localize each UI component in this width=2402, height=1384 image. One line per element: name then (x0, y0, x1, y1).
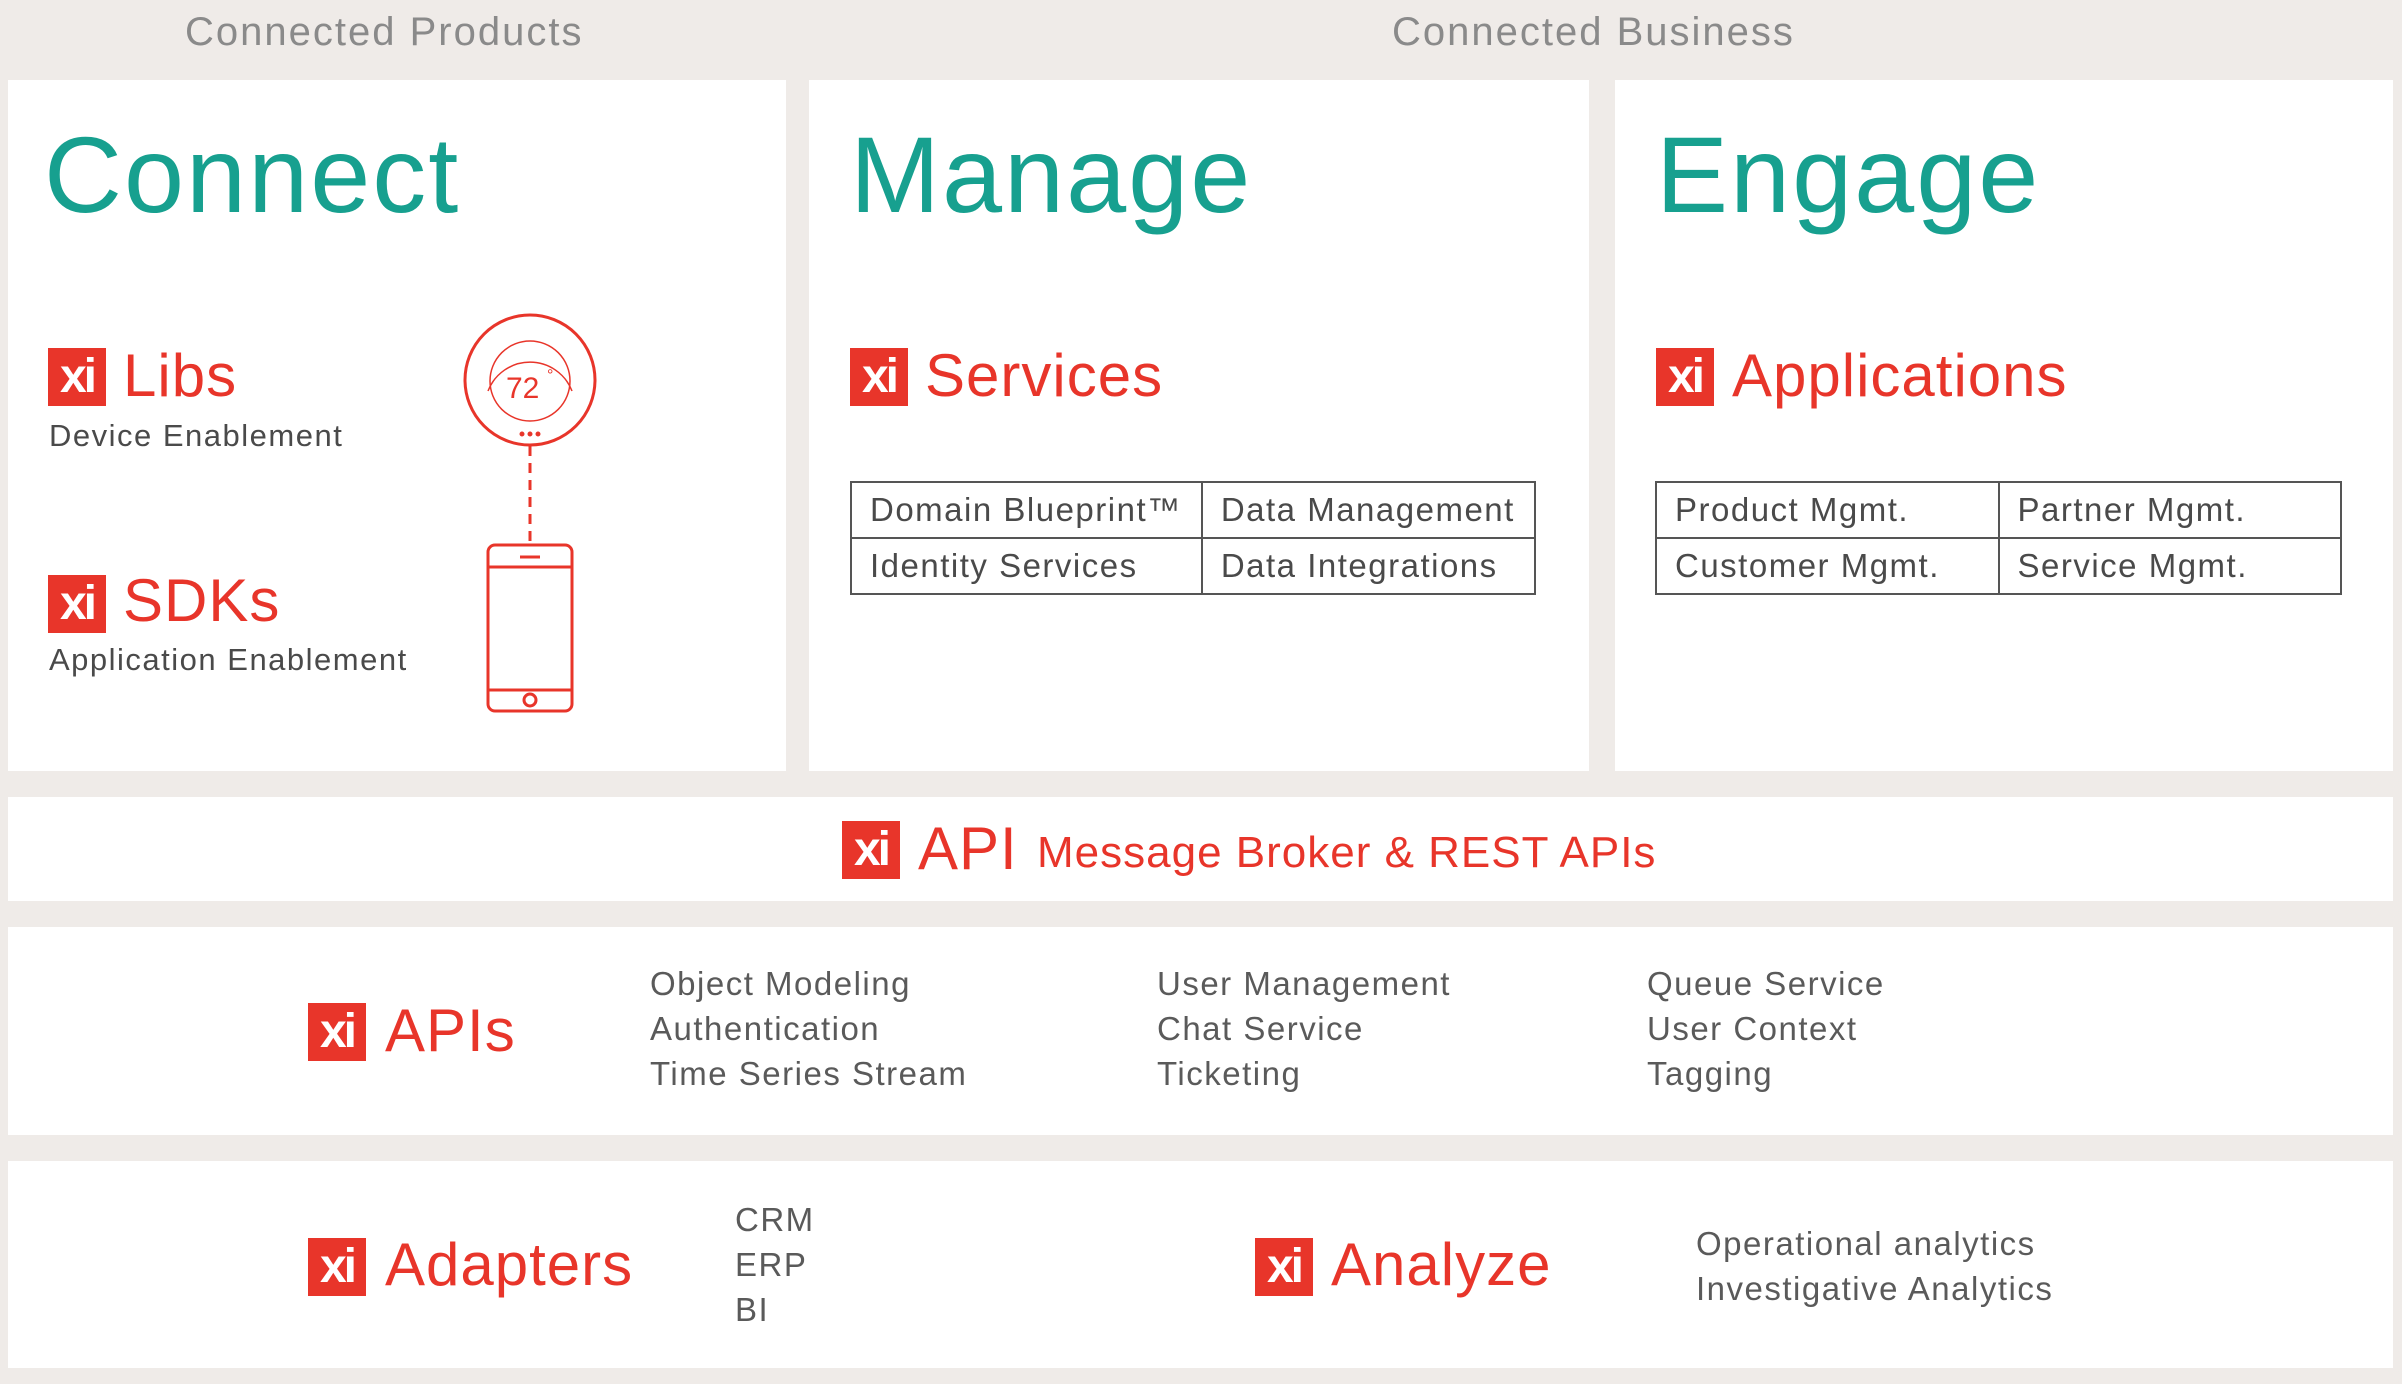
api-label: API (918, 815, 1018, 882)
api-item: User Management (1157, 965, 1451, 1002)
connect-panel (8, 80, 786, 771)
application-cell: Product Mgmt. (1655, 481, 2000, 539)
xi-logo-icon: xi (48, 348, 106, 406)
api-description: Message Broker & REST APIs (1037, 828, 1657, 877)
api-bar (8, 797, 2393, 901)
api-item: Chat Service (1157, 1010, 1364, 1047)
services-label: Services (925, 342, 1164, 409)
connect-title: Connect (44, 114, 461, 235)
api-item: Ticketing (1157, 1055, 1302, 1092)
adapter-item: CRM (735, 1201, 815, 1238)
thermostat-phone-illustration: 72 ° (463, 313, 597, 713)
adapters-label: Adapters (385, 1231, 634, 1298)
apis-row (8, 927, 2393, 1135)
degree-symbol: ° (547, 367, 553, 384)
xi-logo-icon: xi (1255, 1238, 1313, 1296)
adapter-item: ERP (735, 1246, 808, 1283)
application-cell: Service Mgmt. (1997, 537, 2342, 595)
api-item: Object Modeling (650, 965, 911, 1002)
service-cell: Data Integrations (1200, 537, 1537, 595)
manage-title: Manage (850, 114, 1253, 235)
libs-subtitle: Device Enablement (49, 418, 344, 453)
apis-label: APIs (385, 997, 516, 1064)
connected-products-header: Connected Products (185, 10, 584, 54)
service-cell: Identity Services (850, 537, 1203, 595)
adapters-analyze-row (8, 1161, 2393, 1368)
api-item: User Context (1647, 1010, 1858, 1047)
analyze-item: Investigative Analytics (1696, 1270, 2054, 1307)
xi-logo-icon: xi (308, 1238, 366, 1296)
analyze-item: Operational analytics (1696, 1225, 2036, 1262)
api-item: Queue Service (1647, 965, 1885, 1002)
api-item: Authentication (650, 1010, 881, 1047)
manage-panel (809, 80, 1589, 771)
thermostat-icon (463, 313, 597, 545)
api-item: Time Series Stream (650, 1055, 968, 1092)
sdks-label: SDKs (123, 567, 281, 634)
phone-icon (486, 543, 574, 713)
applications-label: Applications (1732, 342, 2068, 409)
application-cell: Partner Mgmt. (1997, 481, 2342, 539)
sdks-subtitle: Application Enablement (49, 642, 408, 677)
xi-logo-icon: xi (1656, 348, 1714, 406)
analyze-label: Analyze (1331, 1231, 1552, 1298)
xi-logo-icon: xi (842, 821, 900, 879)
api-item: Tagging (1647, 1055, 1774, 1092)
xi-logo-icon: xi (48, 575, 106, 633)
xi-logo-icon: xi (850, 348, 908, 406)
service-cell: Domain Blueprint™ (850, 481, 1203, 539)
libs-label: Libs (123, 342, 238, 409)
application-cell: Customer Mgmt. (1655, 537, 2000, 595)
applications-table: Product Mgmt.Partner Mgmt. Customer Mgmt… (1655, 481, 2342, 595)
service-cell: Data Management (1200, 481, 1537, 539)
engage-panel (1615, 80, 2393, 771)
adapters-list: CRM ERP BI (735, 1197, 815, 1332)
engage-title: Engage (1656, 114, 2041, 235)
xi-logo-icon: xi (308, 1003, 366, 1061)
connected-business-header: Connected Business (1392, 10, 1795, 54)
thermostat-temperature: 72 (506, 372, 539, 405)
adapter-item: BI (735, 1291, 770, 1328)
